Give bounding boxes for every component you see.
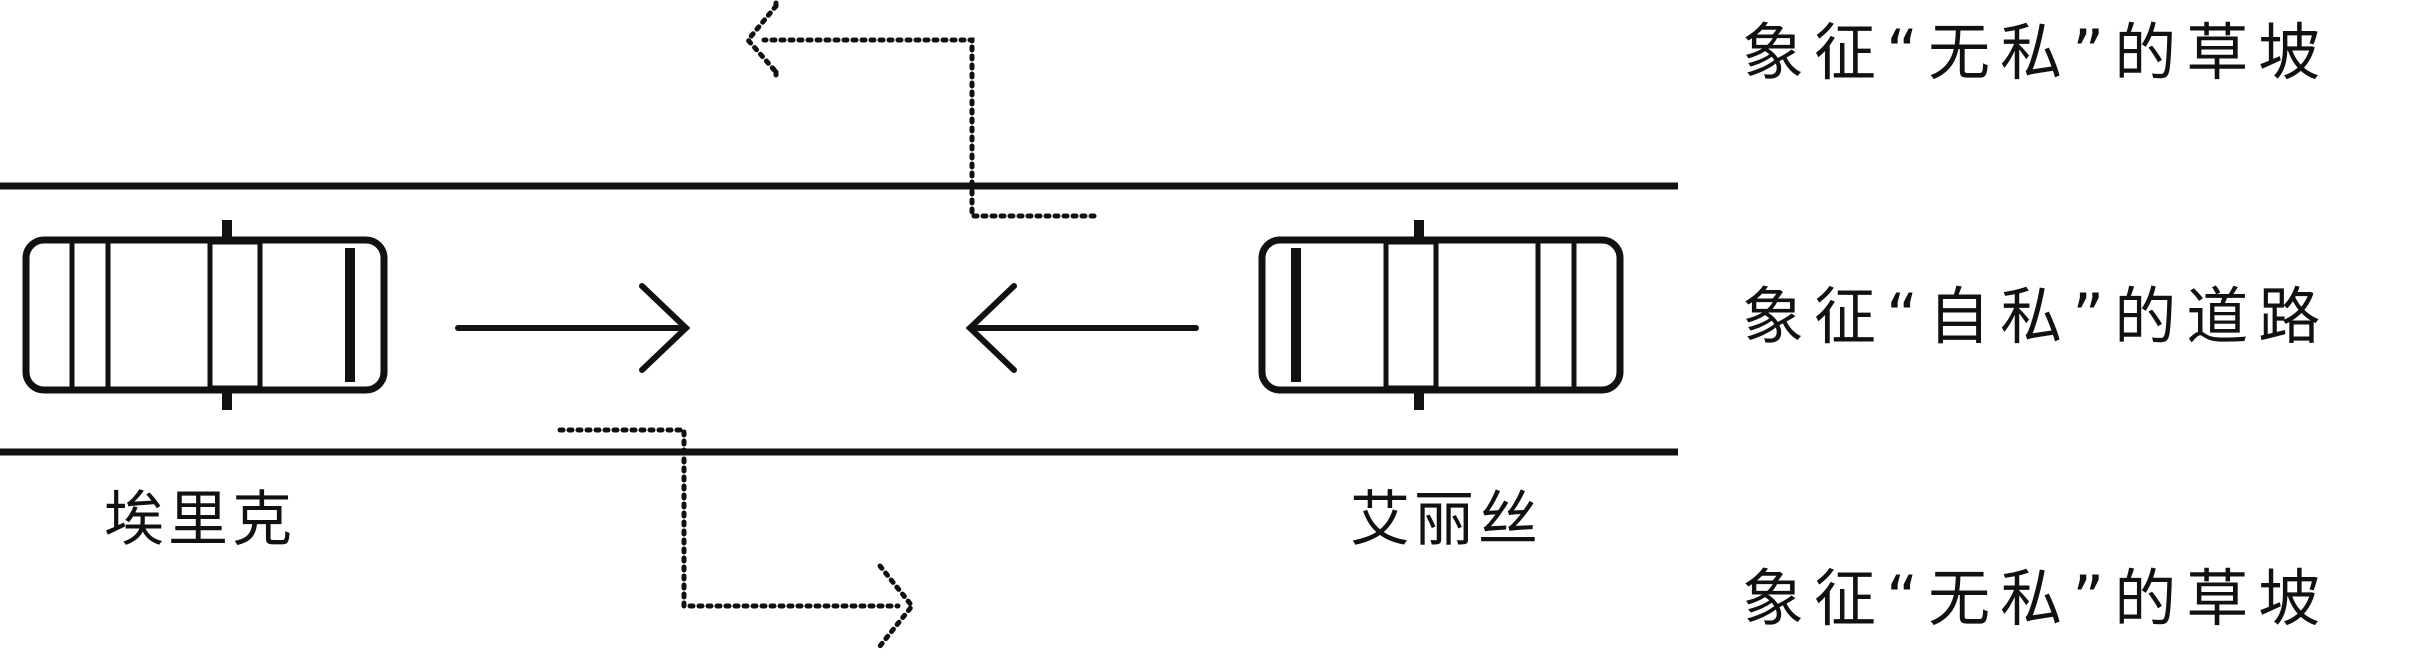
- legend-bottom-grass: 象征“无私”的草坡: [1742, 562, 2331, 635]
- right-car-mirror-top: [1414, 220, 1424, 242]
- left-driver-name: 埃里克: [104, 485, 296, 555]
- left-car-mirror-bottom: [222, 388, 232, 410]
- right-car-body: [1258, 236, 1624, 394]
- right-arrow: [455, 283, 691, 373]
- right-car-cabin: [1383, 239, 1439, 391]
- legend-top-grass: 象征“无私”的草坡: [1742, 16, 2331, 89]
- right-car: [1258, 220, 1624, 410]
- left-car: [22, 220, 388, 410]
- left-arrow: [965, 283, 1199, 373]
- left-car-cabin: [207, 239, 263, 391]
- left-car-mirror-top: [222, 220, 232, 242]
- lower-dotted-path: [557, 427, 916, 649]
- right-driver-name: 艾丽丝: [1350, 485, 1542, 555]
- upper-dotted-path: [744, 0, 1097, 219]
- right-car-mirror-bottom: [1414, 388, 1424, 410]
- left-car-body: [22, 236, 388, 394]
- legend-road: 象征“自私”的道路: [1742, 280, 2331, 353]
